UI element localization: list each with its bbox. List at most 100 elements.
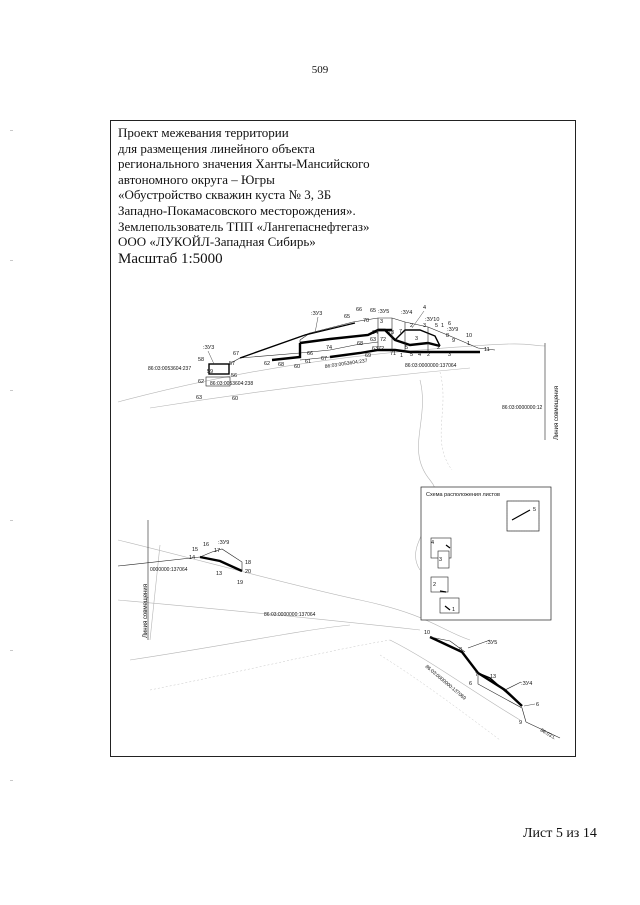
title-block: Проект межевания территории для размещен… [118,125,418,267]
point-number: 18 [245,560,251,566]
lower-corridor [429,635,561,739]
parcel-edge [378,328,441,348]
boundary-line [228,357,241,365]
cadastral-label: 0000000:137064 [150,567,188,573]
point-number: 3 [448,352,451,358]
cadastral-label: 86:03:L [539,728,557,742]
label-leader [207,350,215,365]
label-leader [411,310,425,329]
point-number: 71 [390,351,396,357]
background-contours [117,343,546,741]
scan-mark [10,520,13,521]
legend-sheet-1 [439,597,460,614]
title-line: Западно-Покамасовского месторождения». [118,202,356,218]
point-number: 60 [294,364,300,370]
parcel-label: :ЗУ9 [447,327,458,333]
point-number: 13 [490,674,496,680]
point-number: 63 [370,337,376,343]
boundary-line [239,341,379,359]
label-leader [523,703,536,707]
point-number: 9 [452,338,455,344]
point-number: 5 [410,352,413,358]
parcel-zu10 [394,329,441,347]
point-number: 6 [448,321,451,327]
page-number: 509 [311,64,329,76]
parcel-label: :ЗУ4 [401,310,412,316]
legend-label: 5 [533,507,536,513]
boundary-line [117,556,201,567]
legend-title: Схема расположения листов [426,492,500,498]
combination-line-label: Линия совмещения [143,584,149,638]
parcel-zu3-left [205,357,241,387]
parcel-zu9-shape [199,555,243,573]
parcel-label: :ЗУ9 [218,540,229,546]
point-number: 20 [245,569,251,575]
title-line: для размещения линейного объекта [118,140,315,156]
point-number: 14 [189,555,195,561]
point-number: 64 [372,330,378,336]
point-number: 60 [232,396,238,402]
cadastral-label: 86:03:0053604:238 [210,381,253,387]
point-number: 17 [214,548,220,554]
point-number: 5 [405,345,408,351]
contour-line [117,343,546,403]
scan-mark [10,780,13,781]
point-number: 2 [437,345,440,351]
point-number: 3 [423,323,426,329]
cadastral-label: 86:03:0000000:137064 [405,363,457,369]
point-number: 3 [415,336,418,342]
combination-line-label: Линия совмещения [554,386,560,440]
point-number: 73 [388,330,394,336]
point-number: 67 [233,351,239,357]
label-leader [467,639,491,649]
boundary-line [239,317,496,359]
parcel-zu9-outline [199,548,243,571]
point-number: 63 [196,395,202,401]
scan-mark [10,130,13,131]
legend-sheet-2 [430,576,449,593]
point-number: 8 [446,333,449,339]
point-number: 19 [237,580,243,586]
parcel-label: :ЗУ5 [378,309,389,315]
point-number: 2 [410,323,413,329]
point-number: 4 [423,305,426,311]
sheet-number: Лист 5 из 14 [523,826,597,841]
point-number: 68 [278,362,284,368]
parcel-238-rect [205,376,231,387]
point-number: 16 [203,542,209,548]
point-number: 1 [441,323,444,329]
contour-line [415,379,437,571]
map-scale: Масштаб 1:5000 [118,250,223,267]
legend-hatching [506,500,540,532]
point-number: 11 [484,347,490,353]
cadastral-label: 86:03:0053604:237 [324,358,368,370]
point-number: 65 [344,314,350,320]
scan-mark [10,390,13,391]
legend-line [511,509,531,521]
contour-line [149,367,471,409]
point-number: 61 [305,359,311,365]
cadastral-label: 86:03:0000000:12 [502,405,543,411]
boundary-line [429,636,466,653]
point-number: 56 [231,373,237,379]
label-leader [314,316,319,334]
point-number: 62 [198,379,204,385]
point-number: 62 [264,361,270,367]
point-number: 68 [357,341,363,347]
contour-line [439,371,453,471]
map-frame: Проект межевания территории для размещен… [110,120,576,757]
boundary-line [299,356,331,361]
parcel-zu9-middle [117,548,243,573]
cadastral-label: 86:03:0000000:137069 [424,664,467,702]
upper-corridor [239,317,496,362]
point-number: 6 [536,702,539,708]
legend-label: 1 [452,607,455,613]
point-number: 1 [467,341,470,347]
boundary-line [477,673,527,723]
legend-line [445,544,451,549]
point-number: 8 [459,647,462,653]
scan-mark [10,650,13,651]
point-number: 66 [307,351,313,357]
title-line: «Обустройство скважин куста № 3, 3Б [118,187,332,203]
